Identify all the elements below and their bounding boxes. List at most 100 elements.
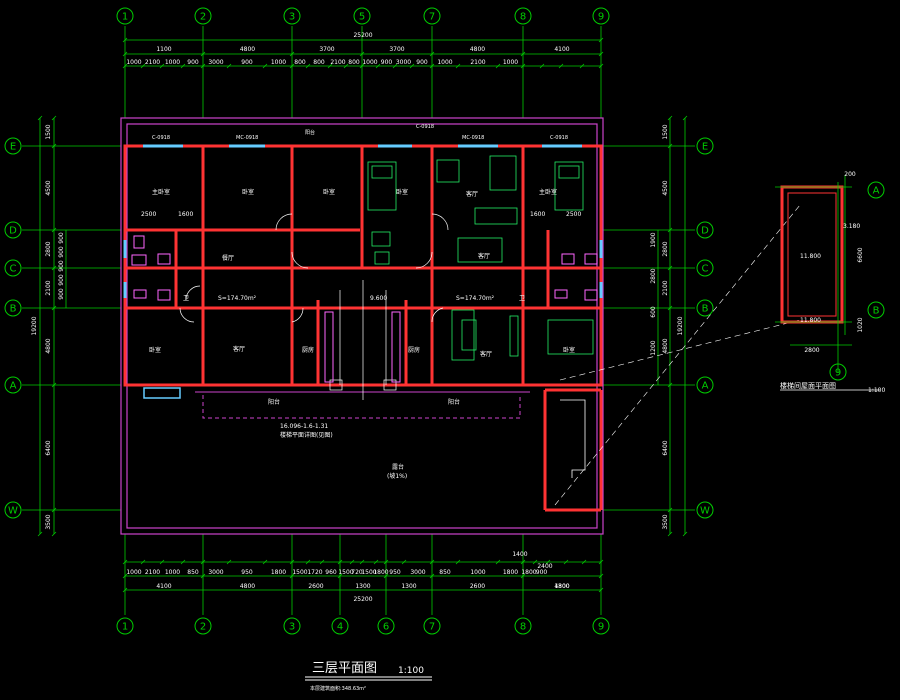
dim-label: 3000	[396, 59, 411, 66]
dim-tick	[401, 559, 407, 565]
axis-bubble-left-C: C	[4, 259, 22, 277]
dim-tick	[37, 531, 43, 537]
dim-label: 1200	[650, 340, 657, 355]
dim-tick	[200, 559, 206, 565]
svg-text:A: A	[702, 381, 709, 392]
svg-text:8: 8	[520, 622, 526, 633]
axis-bubble-left-A: A	[4, 376, 22, 394]
dim-label: 1100	[156, 46, 171, 53]
dim-tick	[598, 587, 604, 593]
dim-tick	[51, 305, 57, 311]
axis-bubble-side-B: B	[867, 301, 885, 319]
dim-tick	[262, 559, 268, 565]
axis-bubble-right-A: A	[696, 376, 714, 394]
dim-label: 2600	[308, 583, 323, 590]
axis-bubble-bottom-3: 3	[283, 617, 301, 635]
dim-tick	[563, 559, 569, 565]
drawing-subtitle: 本层建筑面积:348.63m²	[310, 685, 366, 692]
dim-tick	[667, 227, 673, 233]
room-bedroom-sw: 卧室	[149, 346, 161, 354]
dim-tick	[429, 63, 435, 69]
axis-bubble-right-W: W	[696, 501, 714, 519]
terrace-stair	[560, 399, 586, 478]
dim-label: 2100	[145, 59, 160, 66]
dim-label: 1000	[271, 59, 286, 66]
dim-label: 6400	[662, 440, 669, 455]
dim-label: 200	[844, 171, 856, 178]
svg-text:W: W	[8, 506, 18, 517]
dim-label: 4800	[470, 46, 485, 53]
dim-label: 6400	[45, 440, 52, 455]
axis-bubble-side-9: 9	[829, 363, 847, 381]
window-label-3: 阳台	[305, 129, 315, 136]
dim-tick	[409, 63, 415, 69]
dim-2500-right: 2500	[566, 211, 581, 218]
svg-text:E: E	[702, 142, 708, 153]
dim-label: 1300	[355, 583, 370, 590]
dim-tick	[558, 63, 564, 69]
axis-bubble-left-E: E	[4, 137, 22, 155]
dim-label: 4800	[45, 338, 52, 353]
dim-label: 1000	[165, 569, 180, 576]
svg-text:B: B	[702, 304, 709, 315]
stair-note-1: 16.096-1.6-1.31	[280, 423, 328, 430]
building-outline	[120, 117, 604, 535]
window-label-5: MC-0918	[462, 135, 484, 141]
dim-tick	[159, 559, 165, 565]
dim-label: 4800	[240, 583, 255, 590]
axis-bubble-left-B: B	[4, 299, 22, 317]
stair-well	[329, 280, 397, 400]
dim-label: 4500	[45, 180, 52, 195]
dim-tick	[667, 265, 673, 271]
dim-label: 4800	[662, 338, 669, 353]
dim-label: 900	[381, 59, 393, 66]
svg-text:D: D	[9, 226, 17, 237]
side-level-1: 11.800	[800, 253, 821, 260]
axis-bubble-left-W: W	[4, 501, 22, 519]
svg-text:6: 6	[383, 622, 389, 633]
dim-tick	[289, 51, 295, 57]
room-bedroom-se: 卧室	[563, 346, 575, 354]
svg-text:7: 7	[429, 622, 435, 633]
dim-tick	[122, 587, 128, 593]
dim-tick	[579, 63, 585, 69]
svg-text:3: 3	[289, 622, 295, 633]
dim-label: 1000	[126, 569, 141, 576]
dim-tick	[667, 507, 673, 513]
dim-label: 800	[313, 59, 325, 66]
dim-tick	[159, 63, 165, 69]
dim-tick	[343, 63, 349, 69]
window-label-6: C-0918	[550, 135, 568, 141]
dim-tick	[520, 573, 526, 579]
dim-label: 4500	[662, 180, 669, 195]
dim-label: 1000	[470, 569, 485, 576]
dim-tick	[200, 573, 206, 579]
dim-tick	[520, 559, 526, 565]
axis-bubble-right-E: E	[696, 137, 714, 155]
dim-label: 2800	[650, 268, 657, 283]
dim-tick	[262, 63, 268, 69]
dim-label: 1500	[338, 569, 353, 576]
dim-label: 1720	[307, 569, 322, 576]
dim-tick	[359, 51, 365, 57]
dim-tick	[37, 115, 43, 121]
room-bedroom-2: 卧室	[242, 188, 254, 196]
dim-tick	[337, 573, 343, 579]
dim-label: 1400	[512, 551, 527, 558]
dim-label: 600	[650, 306, 657, 318]
drawing-title: 三层平面图	[312, 661, 377, 676]
dim-tick	[51, 507, 57, 513]
furniture-green	[367, 155, 594, 361]
dim-label: 900	[58, 246, 65, 258]
dim-tick	[359, 63, 365, 69]
dim-label: 2600	[470, 583, 485, 590]
dim-label: 1500	[662, 124, 669, 139]
leader-lines	[554, 204, 801, 506]
side-level-2: 11.800	[800, 317, 821, 324]
room-bedroom-nw: 主卧室	[152, 188, 170, 196]
dim-label: 850	[439, 569, 451, 576]
dim-label: 900	[58, 274, 65, 286]
dim-tick	[667, 143, 673, 149]
dim-label: 4100	[554, 46, 569, 53]
